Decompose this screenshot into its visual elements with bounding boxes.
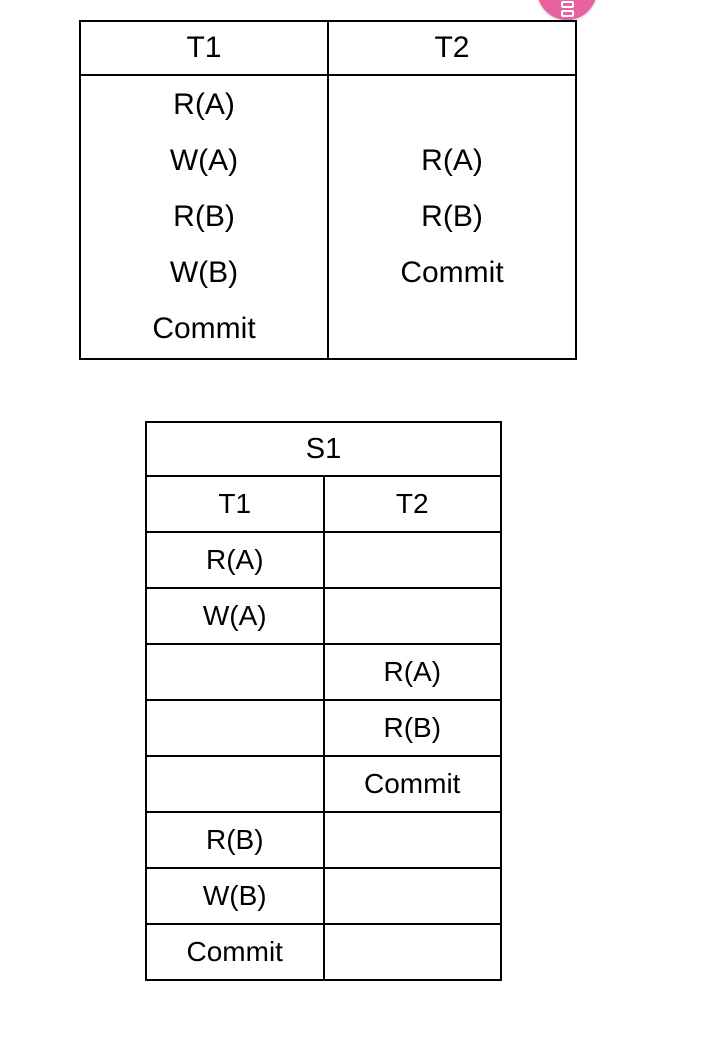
table-row: Commit <box>145 755 502 813</box>
schedule-cell-t1 <box>145 699 325 757</box>
schedule-cell-t1 <box>145 643 325 701</box>
transactions-cell-t1-operations: R(A) W(A) R(B) W(B) Commit <box>79 74 329 360</box>
database-stack-icon-top <box>560 1 574 8</box>
op-item: Commit <box>400 256 504 289</box>
table-row: W(A) <box>145 587 502 645</box>
op-item: R(B) <box>421 200 483 233</box>
transactions-table: T1 T2 R(A) W(A) R(B) W(B) Commit R(A) R(… <box>79 20 577 360</box>
table-row: T1 T2 <box>79 20 577 76</box>
schedule-header-t2: T2 <box>322 475 502 533</box>
schedule-header-t1: T1 <box>145 475 325 533</box>
database-stack-icon-bottom <box>560 10 574 17</box>
schedule-cell-t2: Commit <box>322 755 502 813</box>
op-item: R(B) <box>173 200 235 233</box>
schedule-cell-t1: W(A) <box>145 587 325 645</box>
op-item: W(B) <box>169 256 239 289</box>
table-row: R(A) W(A) R(B) W(B) Commit R(A) R(B) Com… <box>79 74 577 360</box>
schedule-s1-table: S1 T1 T2 R(A) W(A) R(A) R(B) Commit R(B)… <box>145 421 502 981</box>
table-row: R(A) <box>145 643 502 701</box>
table-row: R(A) <box>145 531 502 589</box>
op-item: R(A) <box>173 88 235 121</box>
schedule-cell-t1 <box>145 755 325 813</box>
table-row: T1 T2 <box>145 475 502 533</box>
schedule-cell-t2: R(B) <box>322 699 502 757</box>
transactions-header-t1: T1 <box>79 20 329 76</box>
schedule-cell-t1: R(B) <box>145 811 325 869</box>
schedule-cell-t2 <box>322 531 502 589</box>
transactions-header-t2: T2 <box>327 20 577 76</box>
transactions-cell-t2-operations: R(A) R(B) Commit <box>327 74 577 360</box>
database-stack-icon <box>560 1 574 17</box>
op-stack-t1: R(A) W(A) R(B) W(B) Commit <box>81 76 327 358</box>
schedule-cell-t2 <box>322 587 502 645</box>
table-row: Commit <box>145 923 502 981</box>
schedule-title: S1 <box>145 421 502 477</box>
op-item: Commit <box>152 312 256 345</box>
schedule-cell-t1: Commit <box>145 923 325 981</box>
schedule-cell-t1: W(B) <box>145 867 325 925</box>
schedule-cell-t2 <box>322 923 502 981</box>
schedule-cell-t2 <box>322 867 502 925</box>
op-stack-t2: R(A) R(B) Commit <box>329 76 575 358</box>
table-row: S1 <box>145 421 502 477</box>
schedule-cell-t2: R(A) <box>322 643 502 701</box>
database-stack-badge[interactable] <box>537 0 597 20</box>
schedule-cell-t2 <box>322 811 502 869</box>
op-item: R(A) <box>421 144 483 177</box>
table-row: R(B) <box>145 699 502 757</box>
schedule-cell-t1: R(A) <box>145 531 325 589</box>
table-row: R(B) <box>145 811 502 869</box>
op-item: W(A) <box>169 144 239 177</box>
table-row: W(B) <box>145 867 502 925</box>
